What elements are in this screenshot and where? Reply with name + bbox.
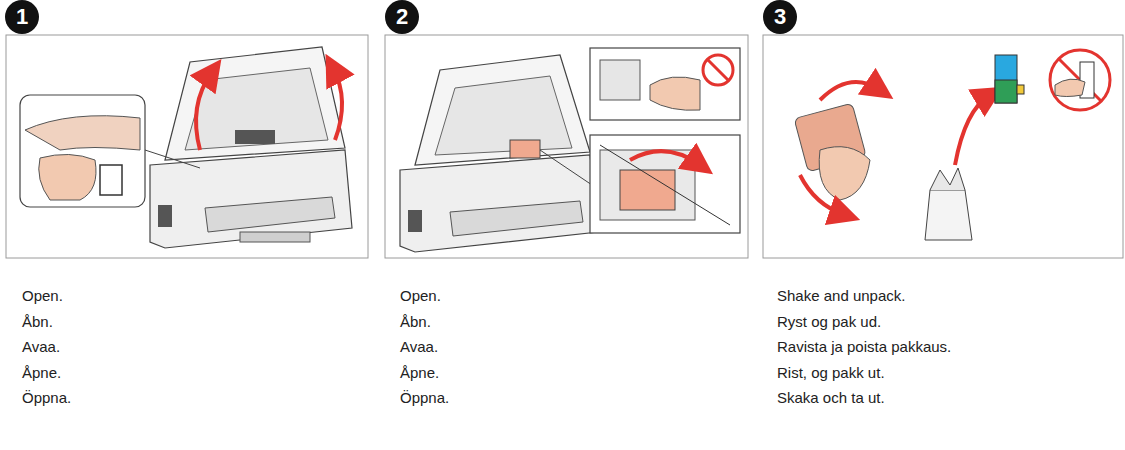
instruction-text: Avaa. [400,338,438,356]
step-number: 2 [385,0,419,34]
instruction-text: Open. [400,287,441,305]
instruction-text: Avaa. [22,338,60,356]
step-number: 1 [5,0,39,34]
step-number: 3 [763,0,797,34]
panel-shake-unpack [763,35,1123,258]
instruction-text: Öppna. [400,389,449,407]
step-number-text: 2 [396,6,408,28]
instruction-text: Skaka och ta ut. [777,389,885,407]
instruction-text: Åpne. [22,364,61,382]
step-number-text: 1 [16,6,28,28]
instruction-text: Öppna. [22,389,71,407]
instruction-text: Åbn. [22,313,53,331]
instruction-text: Ravista ja poista pakkaus. [777,338,951,356]
panel-open-lid [6,35,368,258]
instruction-text: Ryst og pak ud. [777,313,881,331]
instruction-text: Rist, og pakk ut. [777,364,885,382]
instruction-text: Open. [22,287,63,305]
step-number-text: 3 [774,6,786,28]
instruction-text: Shake and unpack. [777,287,905,305]
instruction-text: Åpne. [400,364,439,382]
instruction-text: Åbn. [400,313,431,331]
panel-open-cover [385,35,748,258]
